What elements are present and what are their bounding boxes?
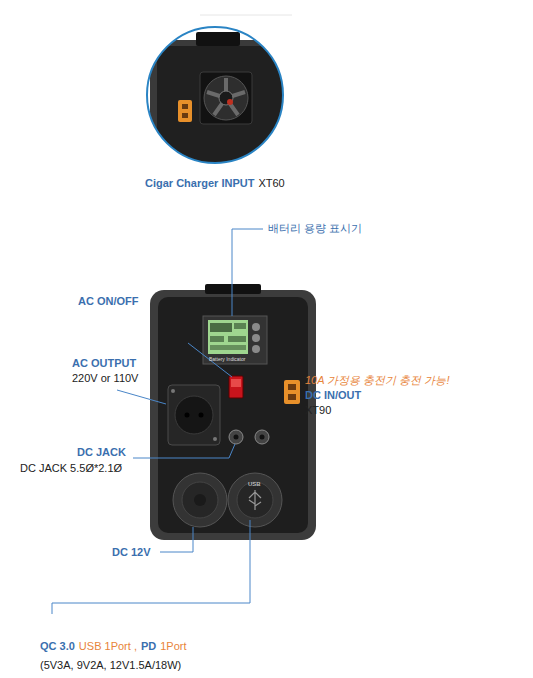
callout-label: PD bbox=[141, 640, 156, 653]
spec-text: 1Port bbox=[160, 640, 186, 653]
top-rule bbox=[200, 15, 292, 16]
caption-heading: Cigar Charger INPUT bbox=[145, 177, 254, 190]
power-station bbox=[150, 284, 316, 540]
spec-text: 220V or 110V bbox=[72, 372, 138, 385]
text-row: QC 3.0 USB 1Port , PD 1Port bbox=[40, 640, 187, 653]
callout-label: AC ON/OFF bbox=[78, 295, 139, 308]
leader-lines bbox=[52, 229, 263, 614]
inset-ring bbox=[147, 27, 283, 163]
inset-photo bbox=[140, 20, 290, 180]
display-caption: Battery Indicator bbox=[209, 356, 245, 362]
callout-label: DC JACK bbox=[77, 446, 126, 459]
spec-text: DC JACK 5.5Ø*2.1Ø bbox=[20, 462, 122, 475]
port-marking: USB bbox=[248, 481, 261, 488]
spec-text: XT90 bbox=[305, 404, 331, 417]
callout-label: 배터리 용량 표시기 bbox=[268, 222, 362, 235]
callout-label: DC IN/OUT bbox=[305, 389, 361, 402]
callout-label: QC 3.0 bbox=[40, 640, 75, 653]
callout-label: AC OUTPUT bbox=[72, 357, 136, 370]
spec-text: (5V3A, 9V2A, 12V1.5A/18W) bbox=[40, 659, 181, 672]
connector-name: XT60 bbox=[258, 177, 284, 190]
text-row: Cigar Charger INPUT XT60 bbox=[145, 177, 285, 190]
note-text: 10A 가정용 충전기 충전 가능! bbox=[305, 374, 449, 387]
callout-label: DC 12V bbox=[112, 546, 151, 559]
spec-text: USB 1Port , bbox=[79, 640, 137, 653]
